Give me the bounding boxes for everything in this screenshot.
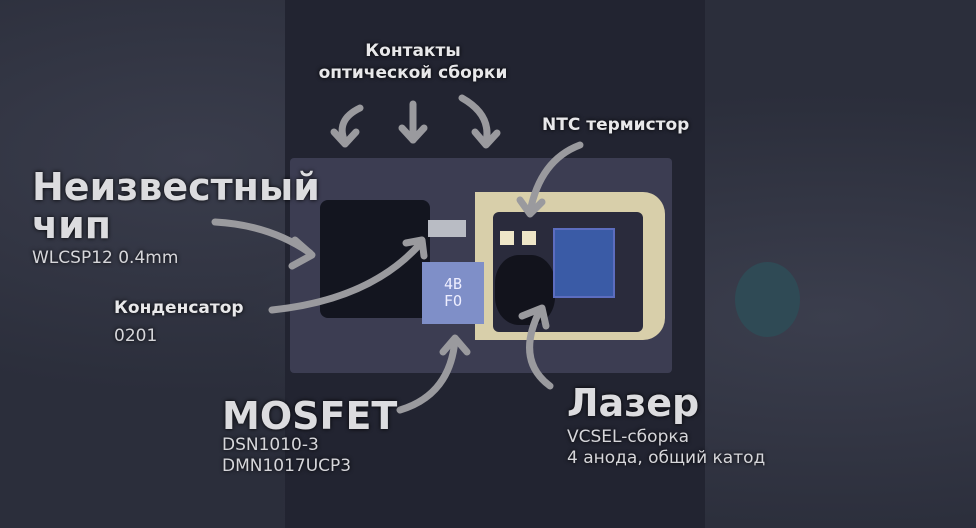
arrow-icon-ntc <box>516 141 584 218</box>
arrow-icon-capacitor <box>268 236 428 314</box>
capacitor-size: 0201 <box>114 326 158 346</box>
mosfet-title: MOSFET <box>222 394 398 438</box>
chip-marking-1: 4B <box>443 275 463 293</box>
ntc-pad-left <box>500 231 514 245</box>
arrow-icon-unknown-chip <box>211 218 316 270</box>
ntc-label: NTC термистор <box>542 115 690 135</box>
laser-type: VCSEL-сборка <box>567 427 690 447</box>
unknown-chip-title-2: чип <box>32 203 111 247</box>
arrow-icon-contacts-left <box>330 104 364 148</box>
contacts-label: Контакты оптической сборки <box>303 40 523 84</box>
laser-desc: 4 анода, общий катод <box>567 448 766 468</box>
arrow-icon-laser <box>518 304 554 390</box>
contacts-label-line1: Контакты <box>365 41 461 61</box>
laser-title: Лазер <box>567 381 700 425</box>
unknown-chip-package: WLCSP12 0.4mm <box>32 248 179 268</box>
unknown-chip-label: Неизвестный чип WLCSP12 0.4mm <box>32 168 320 269</box>
laser-label: Лазер VCSEL-сборка 4 анода, общий катод <box>567 384 765 469</box>
mosfet-part: DMN1017UCP3 <box>222 456 352 476</box>
capacitor-label: Конденсатор 0201 <box>114 297 244 347</box>
arrow-icon-contacts-right <box>458 94 501 149</box>
mosfet-label: MOSFET DSN1010-3 DMN1017UCP3 <box>222 397 397 477</box>
chip-marking-2: FO <box>443 292 463 310</box>
capacitor-title: Конденсатор <box>114 298 244 318</box>
vcsel-die <box>553 228 615 298</box>
capacitor <box>428 220 466 237</box>
unknown-chip-title-1: Неизвестный <box>32 165 320 209</box>
contacts-label-line2: оптической сборки <box>318 63 508 83</box>
arrow-icon-mosfet <box>396 334 471 414</box>
arrow-icon-contacts-mid <box>398 100 428 144</box>
ntc-pad-right <box>522 231 536 245</box>
mosfet-chip: 4B FO <box>422 262 484 324</box>
mosfet-package: DSN1010-3 <box>222 435 319 455</box>
component-blob <box>735 262 800 337</box>
